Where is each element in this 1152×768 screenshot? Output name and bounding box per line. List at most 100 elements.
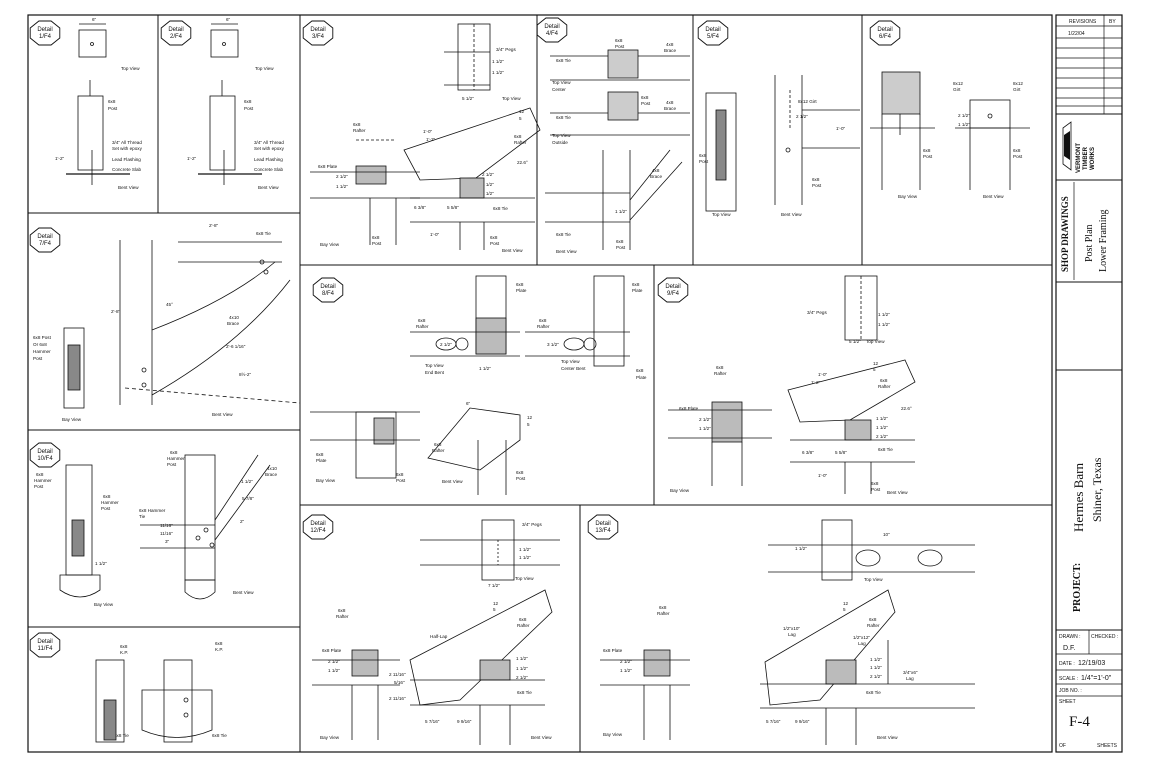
view-caption: Bent View — [442, 479, 463, 484]
dimension-label: 1'-2" — [55, 156, 65, 161]
dimension-label: 6x8 Tie — [256, 231, 271, 236]
checked-label: CHECKED : — [1091, 634, 1118, 640]
view-caption: Bent View — [212, 412, 233, 417]
dimension-label: 2 11/16" — [389, 672, 406, 677]
dimension-label: 2 1/2" — [516, 675, 528, 680]
dimension-label: 8x12 — [1013, 81, 1023, 86]
detail-tag-word: Detail — [37, 449, 52, 455]
dimension-label: Post — [372, 241, 382, 246]
detail-tag-word: Detail — [37, 27, 52, 33]
dimension-label: Lag — [906, 676, 914, 681]
dimension-label: 7 1/2" — [488, 583, 500, 588]
detail-tag-word: Detail — [310, 27, 325, 33]
dimension-label: 1 1/2" — [878, 322, 890, 327]
dimension-label: 1 1/2" — [516, 656, 528, 661]
dimension-label: 9 9/16" — [795, 719, 810, 724]
dimension-label: Post — [108, 106, 118, 111]
dimension-label: Rafter — [432, 448, 445, 453]
detail-tag-outline — [29, 442, 61, 468]
detail-tags: Detail1/F4Detail2/F4Detail3/F4Detail4/F4… — [29, 17, 901, 658]
dimension-label: Hammer — [101, 500, 119, 505]
dimension-label: Post — [699, 159, 709, 164]
dimension-label: Center Bent — [561, 366, 586, 371]
detail-tag-word: Detail — [37, 234, 52, 240]
dimension-label: 1 1/2" — [620, 668, 632, 673]
dimension-label: 6x8 — [659, 605, 667, 610]
detail-tag-number: 7/F4 — [39, 241, 52, 247]
dimension-label: 2 1/2" — [876, 434, 888, 439]
detail-tag-number: 13/F4 — [595, 528, 611, 534]
dimension-label: 11/16" — [160, 523, 173, 528]
dimension-label: 6x8 — [716, 365, 724, 370]
dimension-label: 3" — [165, 539, 170, 544]
detail-tag-outline — [29, 227, 61, 253]
date-label: DATE : — [1059, 661, 1075, 667]
dimension-label: 6x8 Hammer — [139, 508, 166, 513]
dimension-label: 6x8 — [170, 450, 178, 455]
dimension-label: 6x8 — [636, 368, 644, 373]
dimension-label: 6" — [226, 17, 231, 22]
view-caption: Top View — [866, 339, 885, 344]
detail-tag-word: Detail — [705, 27, 720, 33]
dimension-label: 6x8 — [372, 235, 380, 240]
drawn-by: D.F. — [1063, 645, 1076, 652]
dimension-label: 1 1/2" — [516, 666, 528, 671]
dimension-label: 5 — [873, 367, 876, 372]
dimension-label: 6x8 — [516, 282, 524, 287]
dimension-label: Post — [1013, 154, 1023, 159]
view-caption: Bent View — [233, 590, 254, 595]
dimension-label: 5 — [527, 422, 530, 427]
dimension-label: 8x12 — [953, 81, 963, 86]
dimension-label: Plate — [316, 458, 327, 463]
dimension-label: 1'-0" — [430, 232, 440, 237]
dimension-label: Girt — [1013, 87, 1021, 92]
dimension-label: Half-Lap — [430, 634, 448, 639]
detail-tag-outline — [697, 20, 729, 46]
company-logo: VERMONT TIMBER WORKS — [1062, 121, 1096, 173]
revisions-label: REVISIONS — [1069, 19, 1097, 25]
detail-tag-word: Detail — [877, 27, 892, 33]
dimension-label: Post — [167, 462, 177, 467]
dimension-label: 1 1/2" — [492, 59, 504, 64]
revision-date: 1/22/04 — [1068, 31, 1085, 37]
job-number-label: JOB NO. : — [1059, 688, 1082, 694]
dimension-label: 6x8 — [641, 95, 649, 100]
detail-tag-outline — [587, 514, 619, 540]
detail-tag-number: 4/F4 — [546, 31, 559, 37]
dimension-label: Set with epoxy — [254, 146, 285, 151]
dimension-label: Concrete Slab — [254, 167, 284, 172]
view-caption: Top View — [255, 66, 274, 71]
dimension-label: Lag — [788, 632, 796, 637]
dimension-label: Post — [641, 101, 651, 106]
dimension-label: 3/4" All Thread — [254, 140, 284, 145]
dimension-label: Post — [490, 241, 500, 246]
detail-tag-outline — [29, 20, 61, 46]
view-caption: Bay View — [94, 602, 114, 607]
detail-linework — [59, 23, 1030, 745]
dimension-label: Tie — [139, 514, 146, 519]
dimension-label: 1 1/2" — [519, 547, 531, 552]
dimension-label: 3 1/2" — [547, 342, 559, 347]
dimension-label: 2 1/2" — [958, 113, 970, 118]
dimension-label: 6x8 — [632, 282, 640, 287]
dimension-label: 6x8 — [812, 177, 820, 182]
dimension-label: Post — [615, 44, 625, 49]
detail-tag-word: Detail — [320, 284, 335, 290]
dimension-label: 6x8 — [434, 442, 442, 447]
dimension-label: 6x8 — [353, 122, 361, 127]
dimension-label: 6x8 Tie — [556, 58, 571, 63]
dimension-label: 6x8 Tie — [517, 690, 532, 695]
detail-tag-number: 5/F4 — [707, 34, 720, 40]
dimension-label: Plate — [636, 375, 647, 380]
dimension-label: 6x8 — [514, 134, 522, 139]
detail-tag-word: Detail — [544, 24, 559, 30]
dimension-label: 2 1/2" — [336, 174, 348, 179]
dimension-label: Post — [871, 487, 881, 492]
view-caption: Top View — [502, 96, 521, 101]
dimension-label: Post — [33, 356, 43, 361]
dimension-label: End Bent — [425, 370, 445, 375]
detail-tag-outline — [869, 20, 901, 46]
dimension-label: Rafter — [537, 324, 550, 329]
dimension-label: 4x8 — [666, 42, 674, 47]
